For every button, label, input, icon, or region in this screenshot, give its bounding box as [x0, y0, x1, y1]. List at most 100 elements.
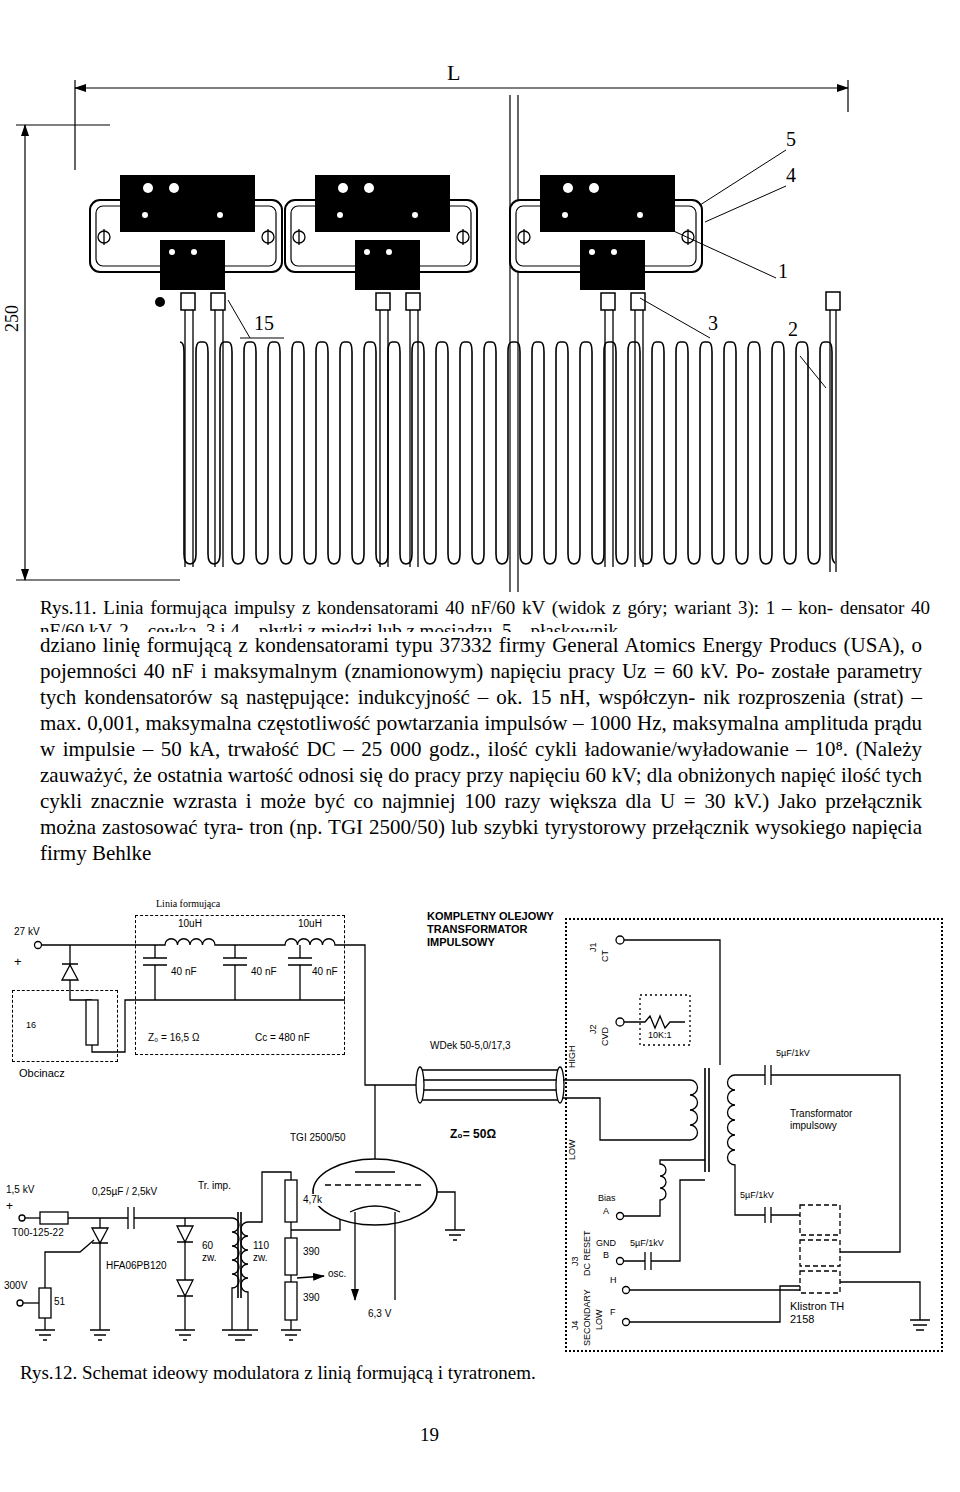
pin-label: J3 — [570, 1256, 580, 1266]
schematic-wiring — [248, 1172, 291, 1222]
terminal-label: + — [14, 955, 22, 970]
transformer-wiring — [616, 1018, 624, 1026]
pin-label: J2 — [588, 1024, 598, 1034]
group-heading: KOMPLETNY OLEJOWY TRANSFORMATOR IMPULSOW… — [427, 910, 563, 950]
leader-lines — [228, 150, 826, 388]
dimension-lines — [75, 87, 848, 88]
component-value: 16 — [26, 1020, 36, 1030]
callout-number: 2 — [788, 318, 798, 341]
schematic-wiring — [354, 1212, 355, 1300]
schematic-wiring — [177, 1226, 193, 1242]
pin-label: Bias — [598, 1193, 616, 1203]
schematic-wiring — [288, 945, 312, 1000]
device-label: Klistron TH 2158 — [790, 1300, 862, 1325]
pin-label: SECONDARY — [582, 1289, 592, 1346]
callout-number: 15 — [254, 312, 274, 335]
leader-lines — [667, 228, 776, 278]
transformer-wiring — [563, 1079, 690, 1080]
component-value: 40 nF — [251, 966, 277, 978]
cable-label: WDek 50-5,0/17,3 — [430, 1040, 511, 1052]
dimension-lines — [24, 125, 25, 580]
component-value: 6,3 V — [368, 1308, 391, 1320]
schematic-wiring — [23, 1302, 39, 1303]
schematic-wiring — [223, 945, 247, 1000]
terminal-label: + — [6, 1200, 13, 1214]
transformer-wiring — [563, 936, 930, 1330]
schematic-wiring — [62, 945, 78, 965]
schematic-wiring — [92, 1000, 345, 1052]
pulse-line-drawing — [155, 297, 165, 307]
body-text: dziano linię formującą z kondensatorami … — [40, 632, 922, 866]
component-value: 110 zw. — [253, 1240, 281, 1263]
schematic-wiring — [437, 1192, 465, 1240]
dimension-label: 250 — [2, 305, 23, 332]
schematic-wiring — [355, 1171, 395, 1172]
component-value: 10uH — [298, 918, 322, 930]
dimension-lines — [75, 80, 848, 170]
schematic-wiring — [86, 1000, 98, 1045]
pulse-line-drawing — [830, 310, 836, 572]
schematic-wiring — [45, 1240, 94, 1288]
component-value: Cc = 480 nF — [255, 1032, 310, 1044]
device-label: TGI 2500/50 — [290, 1132, 346, 1144]
schematic-wiring — [143, 945, 167, 1000]
pin-label: HIGH — [567, 1046, 577, 1069]
figure-caption: Rys.12. Schemat ideowy modulatora z lini… — [20, 1362, 536, 1384]
schematic-wiring — [416, 1067, 424, 1103]
schematic-wiring — [90, 1218, 110, 1340]
device-label: HFA06PB120 — [106, 1260, 167, 1272]
schematic-wiring — [281, 1219, 340, 1340]
transformer-wiring — [800, 1271, 840, 1293]
pin-label: B — [603, 1250, 609, 1260]
schematic-wiring — [297, 1276, 324, 1278]
pin-label: GND — [596, 1238, 616, 1248]
component-value: 40 nF — [312, 966, 338, 978]
schematic-wiring — [92, 1228, 108, 1243]
component-value: 390 — [303, 1246, 320, 1258]
dimension-label: L — [447, 60, 460, 85]
leader-lines — [700, 150, 786, 205]
transformer-wiring — [623, 1287, 630, 1294]
schematic-wiring — [374, 1085, 375, 1159]
component-value: 60 zw. — [202, 1240, 228, 1263]
transformer-wiring — [616, 936, 624, 944]
pulse-line-drawing — [90, 175, 840, 572]
transformer-wiring — [624, 1180, 705, 1270]
schematic-wiring — [17, 939, 564, 1340]
pin-label: CT — [600, 950, 610, 962]
schematic-wiring — [285, 1282, 297, 1320]
pulse-line-drawing — [285, 175, 477, 567]
schematic-wiring — [175, 1218, 195, 1340]
terminal-label: 300V — [4, 1280, 27, 1292]
pulse-line-drawing — [826, 292, 840, 310]
schematic-wiring — [39, 1288, 51, 1318]
component-value: 10K:1 — [648, 1030, 672, 1040]
transformer-wiring — [630, 1286, 800, 1322]
dashed-group-box: KOMPLETNY OLEJOWY TRANSFORMATOR IMPULSOW… — [565, 918, 943, 1352]
transformer-wiring — [624, 1016, 685, 1028]
transformer-wiring — [735, 1065, 900, 1252]
component-value: 5µF/1kV — [630, 1238, 664, 1248]
schematic-wiring — [420, 1070, 560, 1100]
terminal-label: 27 kV — [14, 926, 40, 938]
schematic-wiring — [325, 1184, 425, 1185]
group-heading: Obcinacz — [19, 1067, 65, 1080]
schematic-wiring — [222, 1330, 258, 1340]
component-value: 5µF/1kV — [776, 1048, 810, 1058]
pin-label: DC RESET — [582, 1230, 592, 1276]
schematic-wiring — [285, 1238, 297, 1275]
pulse-line-drawing — [510, 175, 702, 567]
schematic-wiring — [25, 1217, 40, 1218]
transformer-wiring — [617, 1213, 624, 1220]
transformer-wiring — [690, 1080, 698, 1140]
schematic-wiring — [313, 1159, 437, 1225]
pin-label: F — [610, 1307, 616, 1317]
component-value: Z₀ = 16,5 Ω — [148, 1032, 199, 1044]
schematic-wiring — [285, 1180, 297, 1222]
leader-lines — [800, 356, 826, 388]
pin-label: H — [610, 1275, 617, 1285]
schematic-wiring — [68, 1207, 232, 1229]
pin-label: LOW — [594, 1309, 604, 1330]
schematic-wiring — [35, 942, 42, 949]
